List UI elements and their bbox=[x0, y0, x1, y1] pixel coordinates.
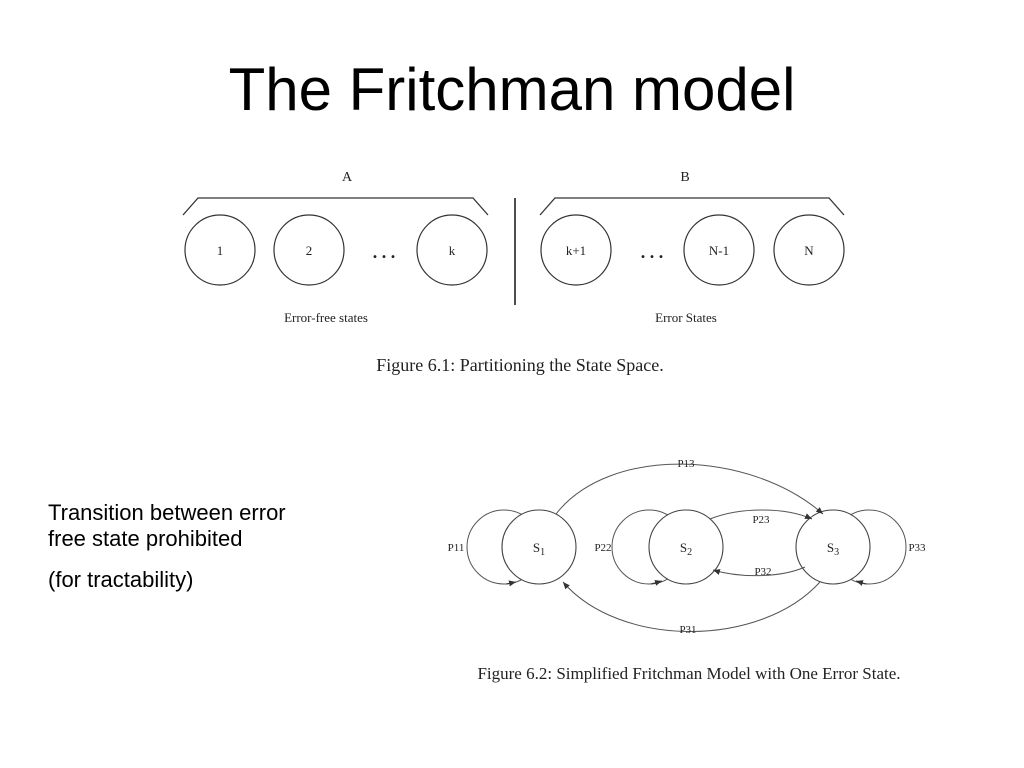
note-line-3: (for tractability) bbox=[48, 566, 194, 592]
arrowhead-p22 bbox=[650, 579, 663, 586]
slide-title: The Fritchman model bbox=[228, 56, 796, 123]
transition-p23 bbox=[709, 509, 813, 520]
note-line-2: free state prohibited bbox=[48, 526, 243, 552]
ellipsis-b: . . . bbox=[641, 242, 664, 262]
state-circle-n bbox=[773, 214, 845, 286]
transition-p31 bbox=[562, 581, 821, 632]
state-s2 bbox=[648, 509, 724, 585]
p23-label: P23 bbox=[752, 514, 770, 526]
state-circle-n-minus-1 bbox=[683, 214, 755, 286]
state-label-2: 2 bbox=[306, 243, 313, 258]
transition-p13 bbox=[555, 463, 824, 515]
self-loop-p33 bbox=[831, 509, 907, 585]
error-free-states-label: Error-free states bbox=[284, 310, 368, 325]
state-s2-label: S2 bbox=[680, 540, 692, 558]
state-circle-2 bbox=[273, 214, 345, 286]
p13-label: P13 bbox=[677, 458, 695, 470]
transition-note: Transition between error free state proh… bbox=[48, 500, 286, 593]
p31-label: P31 bbox=[679, 624, 696, 636]
state-s1-label: S1 bbox=[533, 540, 545, 558]
error-states-label: Error States bbox=[655, 310, 717, 325]
self-loop-p22 bbox=[611, 509, 687, 585]
p11-label: P11 bbox=[448, 542, 465, 554]
state-circle-k-plus-1 bbox=[540, 214, 612, 286]
state-s3 bbox=[795, 509, 871, 585]
p32-label: P32 bbox=[754, 566, 771, 578]
state-s1 bbox=[501, 509, 577, 585]
note-line-1: Transition between error bbox=[48, 500, 286, 525]
arrowhead-p33 bbox=[855, 580, 867, 586]
state-label-k-plus-1: k+1 bbox=[566, 243, 586, 258]
bracket-b bbox=[539, 197, 845, 216]
state-partition-diagram: A B 1 2 . . . k k+1 . . . N-1 N Error-fr… bbox=[182, 170, 845, 375]
p33-label: P33 bbox=[908, 542, 926, 554]
state-circle-1 bbox=[184, 214, 256, 286]
state-label-k: k bbox=[449, 243, 456, 258]
state-label-1: 1 bbox=[217, 243, 224, 258]
group-a-label: A bbox=[342, 170, 353, 185]
bracket-a bbox=[182, 197, 489, 216]
state-label-n-minus-1: N-1 bbox=[709, 243, 729, 258]
state-label-n: N bbox=[804, 243, 814, 258]
ellipsis-a: . . . bbox=[373, 242, 396, 262]
state-s3-label: S3 bbox=[827, 540, 839, 558]
figure1-caption: Figure 6.1: Partitioning the State Space… bbox=[376, 355, 663, 375]
arrowhead-p11 bbox=[505, 580, 517, 587]
self-loop-p11 bbox=[466, 509, 542, 585]
p22-label: P22 bbox=[594, 542, 611, 554]
state-circle-k bbox=[416, 214, 488, 286]
figure2-caption: Figure 6.2: Simplified Fritchman Model w… bbox=[477, 664, 900, 683]
group-b-label: B bbox=[680, 170, 689, 185]
transition-p32 bbox=[712, 566, 806, 577]
